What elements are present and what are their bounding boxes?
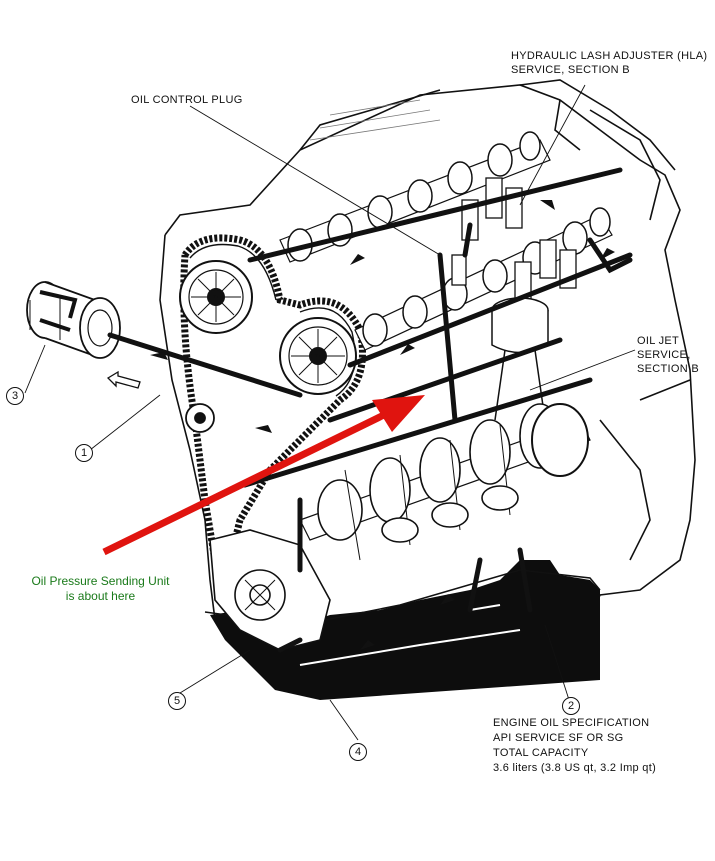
red-pointer-arrow: [102, 395, 425, 556]
callout-4: 4: [349, 743, 367, 761]
callout-3: 3: [6, 387, 24, 405]
cam-pulley-front: [179, 260, 253, 334]
hla-label: HYDRAULIC LASH ADJUSTER (HLA) SERVICE, S…: [511, 49, 707, 77]
oil-spec-label: ENGINE OIL SPECIFICATION API SERVICE SF …: [493, 716, 656, 776]
crankshaft: [299, 403, 591, 561]
cam-pulley-rear: [279, 317, 357, 395]
oil-jet-line3: SECTION B: [637, 363, 699, 375]
sending-unit-note: Oil Pressure Sending Unit is about here: [18, 574, 183, 604]
head-shading: [309, 99, 441, 141]
intake-arrow: [106, 370, 141, 389]
oil-spec-line1: ENGINE OIL SPECIFICATION: [493, 717, 650, 729]
oil-pan: [210, 560, 600, 700]
oil-spec-line2: API SERVICE SF OR SG: [493, 732, 624, 744]
hla-label-line2: SERVICE, SECTION B: [511, 64, 630, 76]
oil-spec-line4: 3.6 liters (3.8 US qt, 3.2 Imp qt): [493, 762, 657, 774]
oil-jet-line2: SERVICE,: [637, 349, 691, 361]
idler-pulley: [185, 403, 215, 433]
sending-unit-note-line2: is about here: [65, 589, 136, 603]
callout-2: 2: [562, 697, 580, 715]
camshaft-intake: [279, 131, 551, 263]
hla-label-line1: HYDRAULIC LASH ADJUSTER (HLA): [511, 50, 708, 62]
timing-belt: [180, 234, 366, 584]
lash-adjusters: [451, 177, 577, 301]
oil-jet-line1: OIL JET: [637, 335, 680, 347]
oil-galleries: [107, 167, 633, 653]
flow-arrows: [150, 200, 615, 650]
leader-lines: [24, 84, 636, 741]
oil-control-plug-label: OIL CONTROL PLUG: [131, 93, 243, 107]
oil-filter: [26, 281, 121, 359]
callout-5: 5: [168, 692, 186, 710]
sending-unit-note-line1: Oil Pressure Sending Unit: [31, 574, 170, 588]
oil-spec-line3: TOTAL CAPACITY: [493, 747, 589, 759]
oil-pan-flow: [299, 604, 521, 666]
callout-1: 1: [75, 444, 93, 462]
engine-block-outline: [159, 79, 696, 621]
oil-jet-label: OIL JET SERVICE, SECTION B: [637, 334, 699, 376]
oil-control-plug-text: OIL CONTROL PLUG: [131, 94, 243, 106]
